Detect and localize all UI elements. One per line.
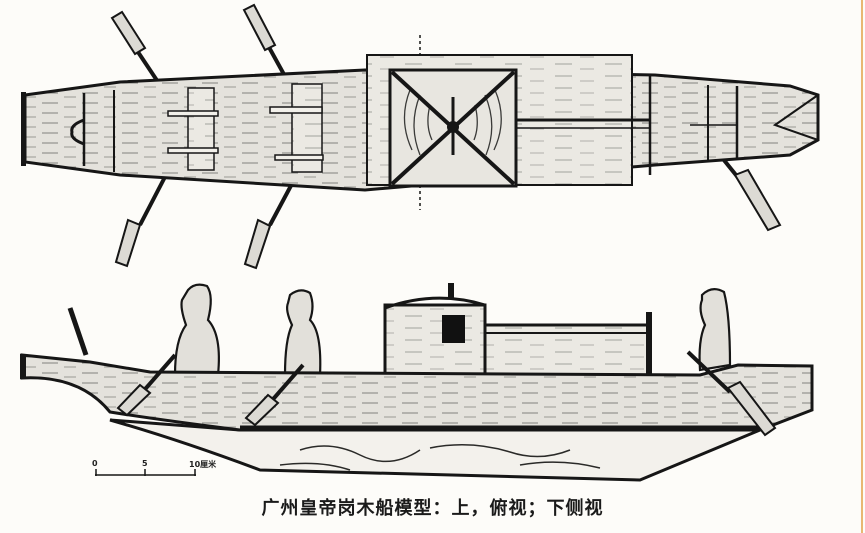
right-frame-border	[861, 0, 863, 533]
scale-tick-10cm: 10厘米	[189, 460, 217, 469]
scale-tick-5: 5	[142, 459, 148, 468]
side-cabin	[383, 303, 487, 377]
side-keel	[109, 418, 761, 482]
scale-tick-0: 0	[92, 459, 98, 468]
side-view	[20, 283, 814, 482]
oarsman-figures	[173, 283, 732, 377]
figure-caption: 广州皇帝岗木船模型：上，俯视；下侧视	[261, 498, 604, 519]
side-hull	[20, 353, 814, 432]
top-view	[21, 3, 820, 270]
cabin-window	[442, 315, 465, 343]
scale-bar	[95, 469, 196, 476]
